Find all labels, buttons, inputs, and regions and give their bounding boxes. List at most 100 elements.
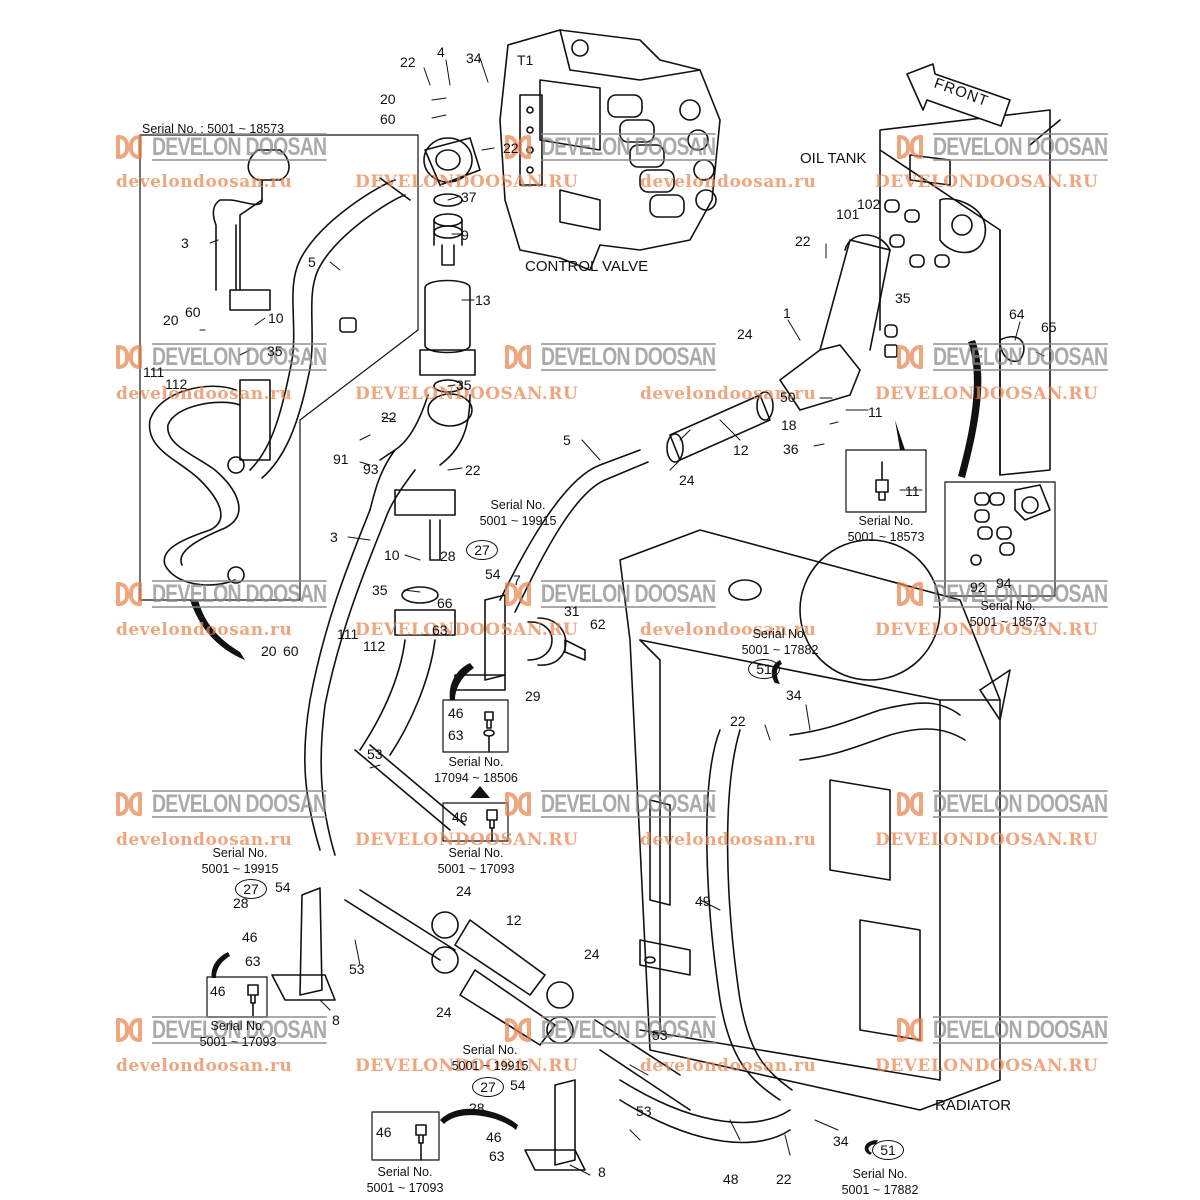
part-callout: 8	[332, 1012, 340, 1028]
part-callout: 28	[440, 548, 456, 564]
part-callout: 46	[452, 809, 468, 825]
serial-note: Serial No.5001 ~ 18573	[847, 514, 925, 544]
circled-callout: 27	[235, 879, 267, 899]
part-callout: 5	[563, 432, 571, 448]
part-callout: 112	[165, 376, 188, 392]
part-callout: 46	[486, 1129, 502, 1145]
part-callout: 60	[283, 643, 299, 659]
part-callout: 12	[506, 912, 522, 928]
serial-note: Serial No.5001 ~ 17093	[199, 1019, 277, 1049]
part-callout: 111	[143, 364, 165, 380]
part-callout: 111	[337, 626, 359, 642]
part-callout: 11	[905, 483, 920, 499]
part-callout: 22	[795, 233, 811, 249]
part-callout: 10	[384, 547, 400, 563]
part-callout: 20	[261, 643, 277, 659]
part-callout: 112	[363, 638, 386, 654]
oil-tank-label: OIL TANK	[800, 150, 867, 167]
part-callout: 7	[513, 572, 521, 588]
circled-callout: 51	[872, 1140, 904, 1160]
bracket-7	[454, 594, 586, 691]
part-callout: 64	[1009, 306, 1025, 322]
part-callout: 62	[590, 616, 606, 632]
control-valve-label: CONTROL VALVE	[525, 258, 649, 275]
bolt-46-glyphs	[247, 711, 498, 1161]
inset-box-bolt-5001-c	[371, 1111, 440, 1161]
part-callout: 46	[376, 1124, 392, 1140]
radiator	[619, 529, 1011, 1111]
part-callout: 35	[895, 290, 911, 306]
part-callout: 34	[786, 687, 802, 703]
inset-serial-heading: Serial No. : 5001 ~ 18573	[142, 122, 285, 136]
port-t1-label: T1	[517, 52, 534, 68]
part-callout: 10	[268, 310, 284, 326]
part-callout: 34	[833, 1133, 849, 1149]
serial-note: Serial No.5001 ~ 17093	[366, 1165, 444, 1195]
serial-note: Serial No.5001 ~ 17882	[841, 1167, 919, 1197]
part-callout: 60	[380, 111, 396, 127]
serial-note: Serial No.5001 ~ 17093	[437, 846, 515, 876]
part-callout: 63	[489, 1148, 505, 1164]
circled-callout: 27	[472, 1077, 504, 1097]
part-callout: 8	[598, 1164, 606, 1180]
part-callout: 102	[857, 196, 881, 212]
part-callout: 94	[996, 575, 1012, 591]
part-callout: 49	[695, 893, 711, 909]
part-callout: 66	[437, 595, 453, 611]
part-callout: 54	[485, 566, 501, 582]
part-callout: 46	[210, 983, 226, 999]
part-callout: 24	[584, 946, 600, 962]
part-callout: 101	[836, 206, 860, 222]
part-callout: 11	[868, 404, 883, 420]
part-callout: 35	[267, 343, 283, 359]
inset-pipe-assembly	[148, 149, 411, 586]
part-callout: 13	[475, 292, 491, 308]
inset-box-bolt-17094	[442, 699, 509, 753]
part-callout: 12	[733, 442, 749, 458]
part-callout: 24	[436, 1004, 452, 1020]
serial-note: Serial No.5001 ~ 19915	[479, 498, 557, 528]
part-callout: 22	[503, 140, 519, 156]
front-arrow-icon	[906, 63, 1011, 127]
part-callout: 18	[781, 417, 797, 433]
serial-note: Serial No.17094 ~ 18506	[434, 755, 518, 785]
part-callout: 28	[233, 895, 249, 911]
inset-box-tank-ports	[944, 481, 1056, 597]
part-callout: 53	[636, 1103, 652, 1119]
part-callout: 54	[510, 1077, 526, 1093]
return-flange-stack	[304, 137, 481, 856]
part-callout: 24	[679, 472, 695, 488]
part-callout: 50	[780, 389, 796, 405]
part-callout: 93	[363, 461, 379, 477]
serial-note: Serial No.5001 ~ 18573	[969, 599, 1047, 629]
part-callout: 35	[372, 582, 388, 598]
part-callout: 54	[275, 879, 291, 895]
part-callout: 53	[367, 746, 383, 762]
part-callout: 35	[456, 377, 472, 393]
lower-pipes	[344, 702, 966, 1144]
radiator-label: RADIATOR	[935, 1097, 1012, 1114]
serial-note: Serial No.5001 ~ 19915	[201, 846, 279, 876]
part-callout: 63	[448, 727, 464, 743]
part-callout: 22	[776, 1171, 792, 1187]
part-callout: 24	[737, 326, 753, 342]
part-callout: 60	[185, 304, 201, 320]
part-callout: 3	[330, 529, 338, 545]
part-callout: 22	[400, 54, 416, 70]
part-callout: 4	[437, 44, 445, 60]
part-callout: 22	[465, 462, 481, 478]
part-callout: 63	[432, 622, 448, 638]
part-callout: 65	[1041, 319, 1057, 335]
part-callout: 37	[461, 189, 477, 205]
part-callout: 9	[461, 227, 469, 243]
part-callout: 63	[245, 953, 261, 969]
inset-box-sensor-11	[845, 449, 927, 513]
part-callout: 1	[783, 305, 791, 321]
part-callout: 5	[308, 254, 316, 270]
leader-lines	[199, 57, 1045, 1176]
part-callout: 48	[723, 1171, 739, 1187]
part-callout: 53	[652, 1027, 668, 1043]
part-callout: 29	[525, 688, 541, 704]
part-callout: 3	[181, 235, 189, 251]
part-callout: 22	[381, 409, 397, 425]
